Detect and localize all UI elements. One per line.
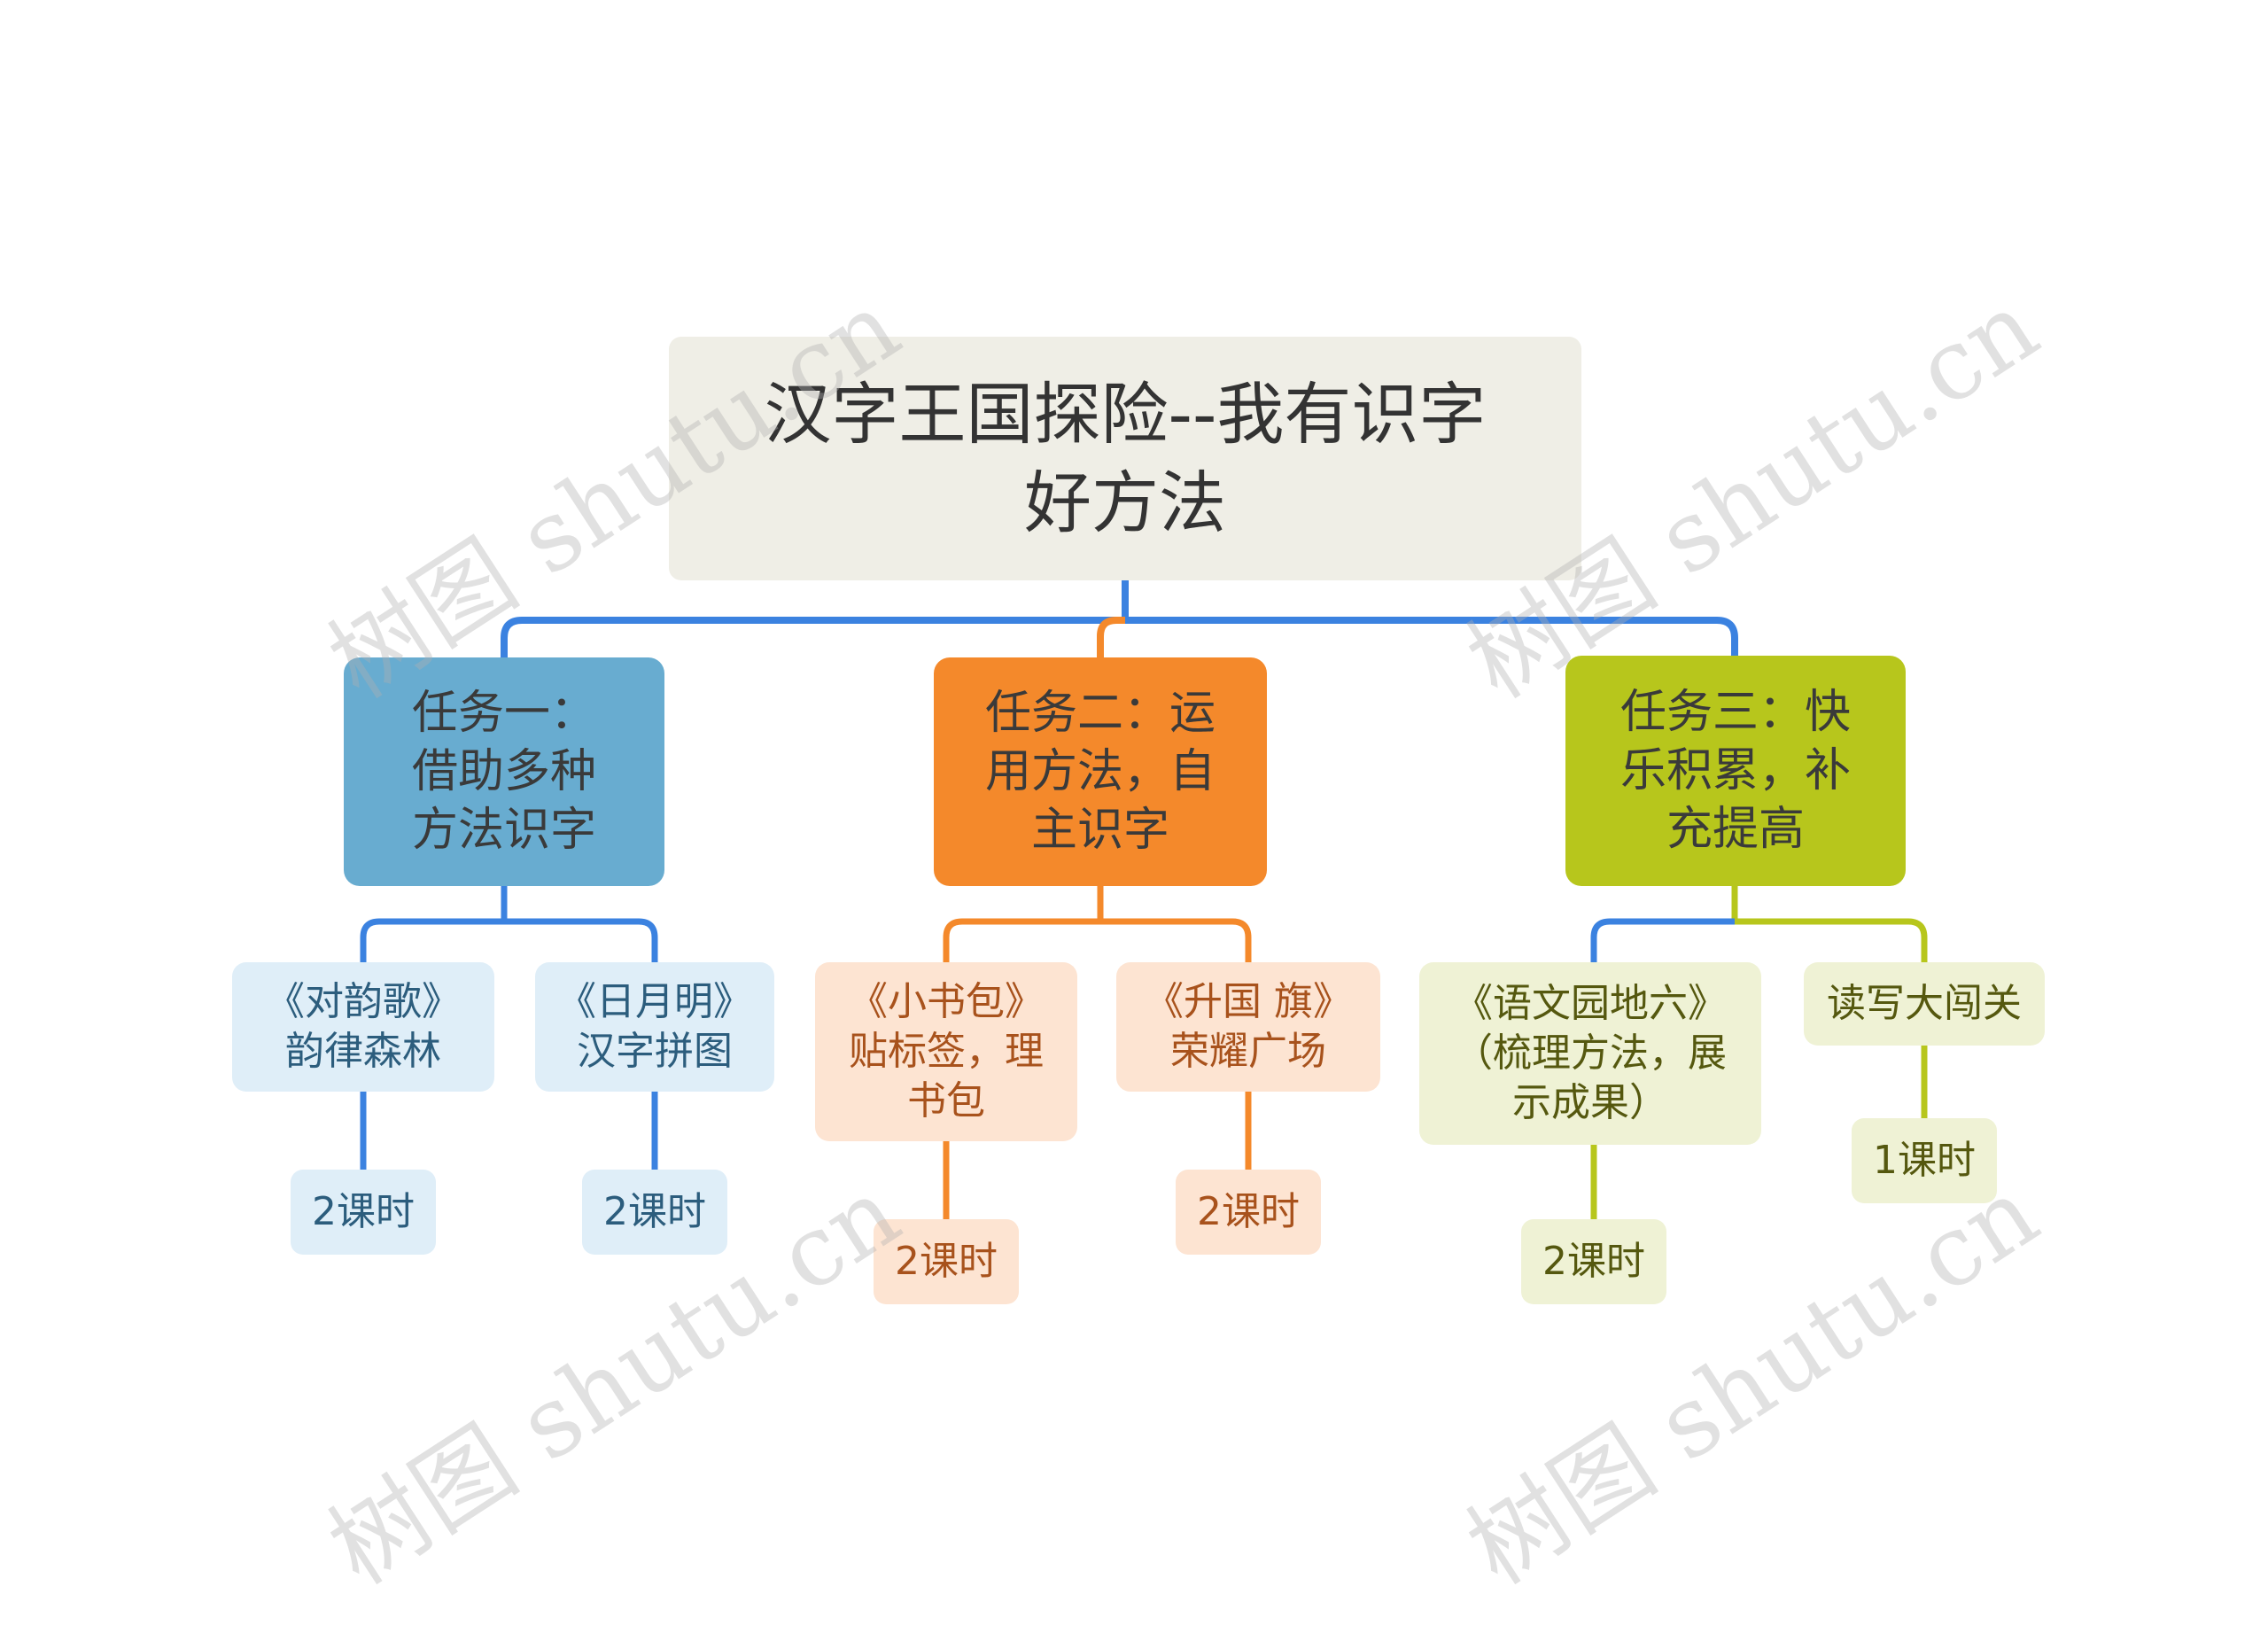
hours-badge-leaf5[interactable]: 2课时 [1521,1219,1666,1304]
task-2-node[interactable]: 任务二：运 用方法，自 主识字 [934,657,1267,886]
connector-root-task2 [1097,617,1125,657]
task-3-node[interactable]: 任务三：快 乐积累，补 充提高 [1565,656,1906,886]
connector-task3-bus-right [1735,918,1928,962]
connector-task2-bus [943,918,1252,962]
leaf-shengguoqi[interactable]: 《升国 旗》 荣耀广场 [1116,962,1380,1092]
leaf-duxiedachuangguan[interactable]: 读写大闯关 [1804,962,2045,1046]
hours-badge-leaf3[interactable]: 2课时 [874,1219,1019,1304]
leaf-xiaoshubao[interactable]: 《小书包》 贴标签，理 书包 [815,962,1077,1141]
root-topic[interactable]: 汉字王国探险--我有识字 好方法 [669,337,1581,580]
connector-task1-bus [360,918,658,962]
hours-badge-leaf2[interactable]: 2课时 [582,1170,727,1255]
leaf-riyueming[interactable]: 《日月明》 汉字拼图 [535,962,774,1092]
task-1-node[interactable]: 任务一： 借助多种 方法识字 [344,657,664,886]
leaf-yuwenyuandi[interactable]: 《语文园地六》 （梳理方法，展 示成果） [1419,962,1761,1145]
connector-task3-bus-left [1590,918,1735,962]
hours-badge-leaf6[interactable]: 1课时 [1852,1118,1997,1203]
hours-badge-leaf1[interactable]: 2课时 [291,1170,436,1255]
connector-root-bus [501,617,1738,657]
leaf-duiyunge[interactable]: 《对韵歌》 韵律森林 [232,962,494,1092]
hours-badge-leaf4[interactable]: 2课时 [1176,1170,1321,1255]
